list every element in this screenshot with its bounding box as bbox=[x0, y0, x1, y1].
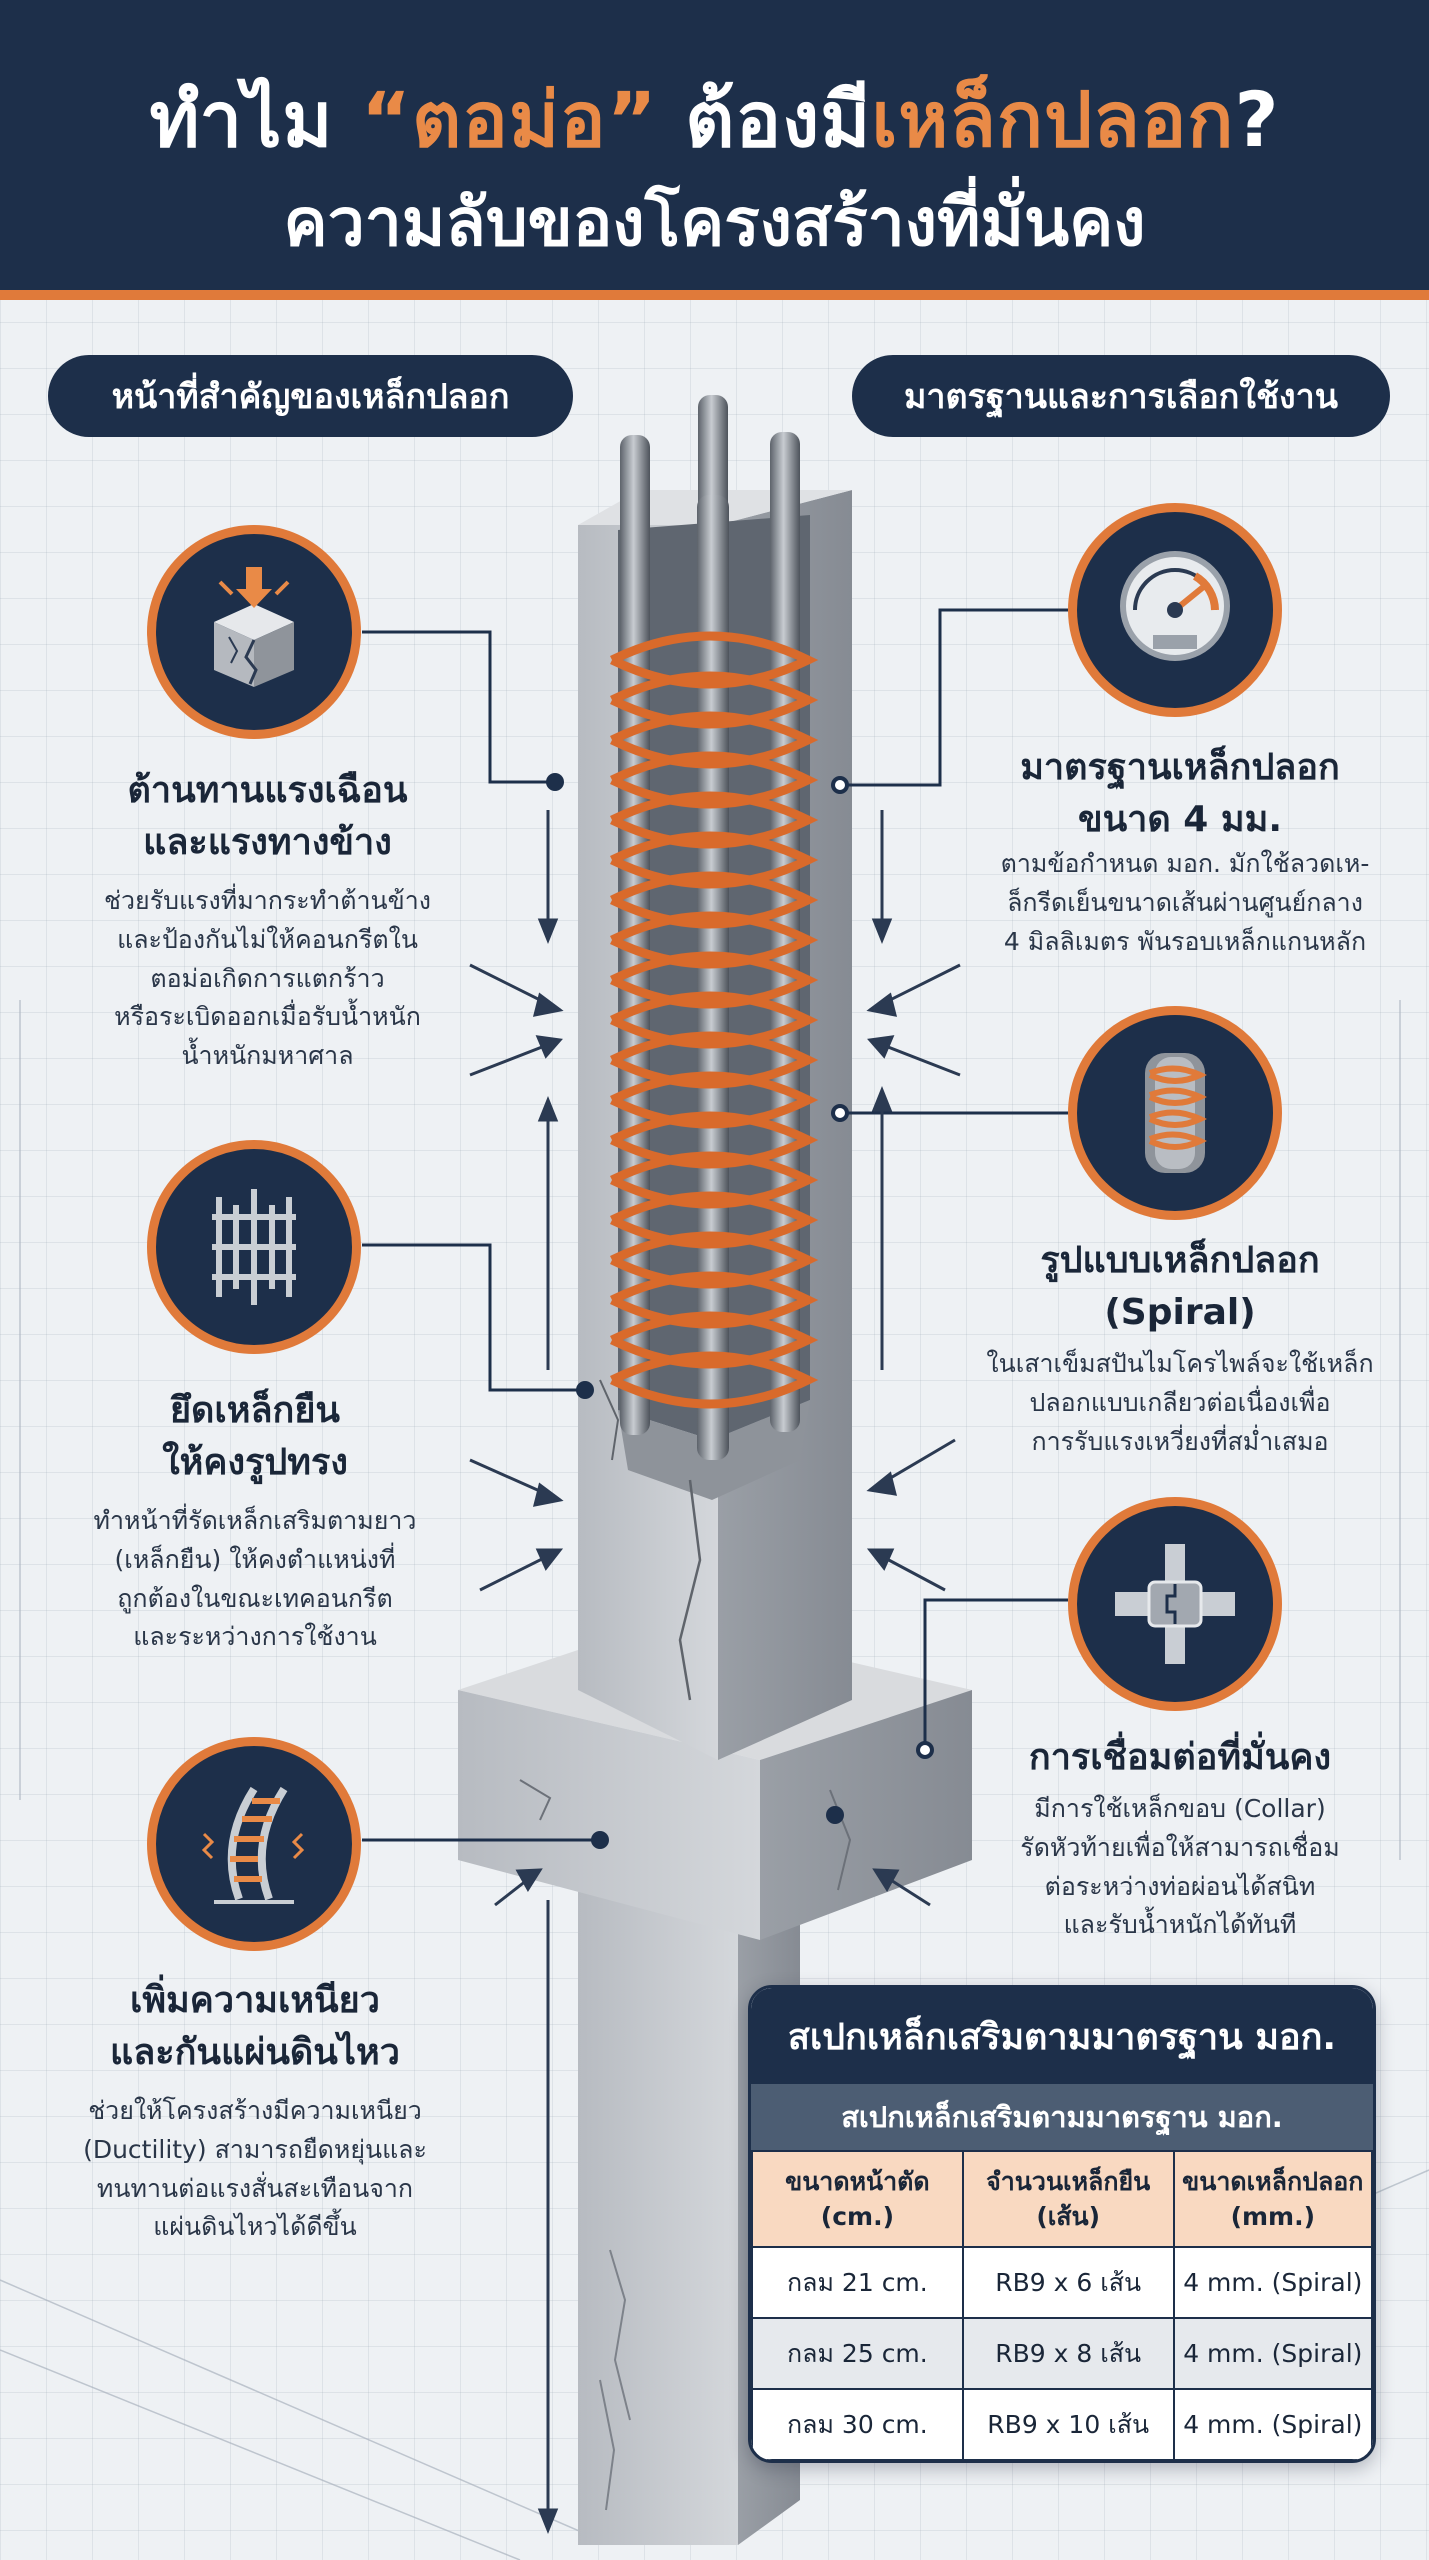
cracked-block-icon bbox=[147, 525, 361, 739]
spec-table-card: สเปกเหล็กเสริมตามมาตรฐาน มอก. สเปกเหล็กเ… bbox=[748, 1985, 1376, 2463]
feature-desc-ductility: ช่วยให้โครงสร้างมีความเหนียว (Ductility)… bbox=[83, 2096, 427, 2242]
flexible-column-icon bbox=[147, 1737, 361, 1951]
feature-desc-spiral: ในเสาเข็มสปันไมโครไพล์จะใช้เหล็ก ปลอกแบบ… bbox=[986, 1349, 1374, 1456]
table-cell: กลม 25 cm. bbox=[751, 2317, 964, 2390]
column-header-rebar-count: จำนวนเหล็กยืน (เส้น) bbox=[961, 2150, 1175, 2248]
feature-title-connection: การเชื่อมต่อที่มั่นคง bbox=[1028, 1737, 1332, 1778]
feature-title-shear: ต้านทานแรงเฉือน และแรงทางข้าง bbox=[127, 770, 408, 864]
column-header-size: ขนาดหน้าตัด (cm.) bbox=[751, 2150, 964, 2248]
table-cell: RB9 x 8 เส้น bbox=[961, 2317, 1175, 2390]
table-cell: กลม 21 cm. bbox=[751, 2246, 964, 2319]
table-row: กลม 21 cm. RB9 x 6 เส้น 4 mm. (Spiral) bbox=[751, 2246, 1373, 2319]
feature-desc-shear: ช่วยรับแรงที่มากระทำต้านข้าง และป้องกันไ… bbox=[104, 886, 431, 1070]
feature-title-ductility: เพิ่มความเหนียว และกันแผ่นดินไหว bbox=[110, 1980, 400, 2074]
callout-lines bbox=[362, 608, 1068, 1842]
table-cell: RB9 x 6 เส้น bbox=[961, 2246, 1175, 2319]
page-subtitle: ความลับของโครงสร้างที่มั่นคง bbox=[283, 184, 1146, 261]
section-pill-standards: มาตรฐานและการเลือกใช้งาน bbox=[852, 355, 1390, 437]
table-cell: 4 mm. (Spiral) bbox=[1172, 2246, 1373, 2319]
feature-desc-hold-rebar: ทำหน้าที่รัดเหล็กเสริมตามยาว (เหล็กยืน) … bbox=[93, 1506, 417, 1652]
table-row: กลม 25 cm. RB9 x 8 เส้น 4 mm. (Spiral) bbox=[751, 2317, 1373, 2390]
table-cell: กลม 30 cm. bbox=[751, 2388, 964, 2460]
force-arrows bbox=[469, 810, 961, 2535]
spiral-stirrup bbox=[610, 631, 819, 1409]
spec-table: ขนาดหน้าตัด (cm.) จำนวนเหล็กยืน (เส้น) ข… bbox=[751, 2150, 1373, 2460]
section-pill-functions: หน้าที่สำคัญของเหล็กปลอก bbox=[48, 355, 573, 437]
callout-dots bbox=[546, 773, 934, 1849]
spiral-coil-icon bbox=[1068, 1006, 1282, 1220]
pipe-collar-icon bbox=[1068, 1497, 1282, 1711]
table-cell: 4 mm. (Spiral) bbox=[1172, 2388, 1373, 2460]
feature-desc-connection: มีการใช้เหล็กขอบ (Collar) รัดหัวท้ายเพื่… bbox=[1020, 1794, 1340, 1940]
spec-table-title: สเปกเหล็กเสริมตามมาตรฐาน มอก. bbox=[751, 1988, 1373, 2084]
header-banner: ทำไม “ตอม่อ” ต้องมีเหล็กปลอก? ความลับของ… bbox=[0, 0, 1429, 300]
table-cell: RB9 x 10 เส้น bbox=[961, 2388, 1175, 2460]
table-row: กลม 30 cm. RB9 x 10 เส้น 4 mm. (Spiral) bbox=[751, 2388, 1373, 2460]
gauge-icon bbox=[1068, 503, 1282, 717]
lower-column bbox=[578, 1870, 738, 2545]
spec-table-subtitle: สเปกเหล็กเสริมตามมาตรฐาน มอก. bbox=[751, 2084, 1373, 2150]
table-header-row: ขนาดหน้าตัด (cm.) จำนวนเหล็กยืน (เส้น) ข… bbox=[751, 2150, 1373, 2248]
feature-title-hold-rebar: ยึดเหล็กยืน ให้คงรูปทรง bbox=[162, 1390, 348, 1484]
feature-desc-standard-size: ตามข้อกำหนด มอก. มักใช้ลวดเห- ล็กรีดเย็น… bbox=[1000, 849, 1370, 956]
table-cell: 4 mm. (Spiral) bbox=[1172, 2317, 1373, 2390]
page-title: ทำไม “ตอม่อ” ต้องมีเหล็กปลอก? bbox=[149, 75, 1280, 164]
rebar-cage-icon bbox=[147, 1140, 361, 1354]
feature-title-spiral: รูปแบบเหล็กปลอก (Spiral) bbox=[1040, 1240, 1320, 1334]
feature-title-standard-size: มาตรฐานเหล็กปลอก ขนาด 4 มม. bbox=[1020, 747, 1340, 841]
column-header-stirrup-size: ขนาดเหล็กปลอก (mm.) bbox=[1172, 2150, 1373, 2248]
